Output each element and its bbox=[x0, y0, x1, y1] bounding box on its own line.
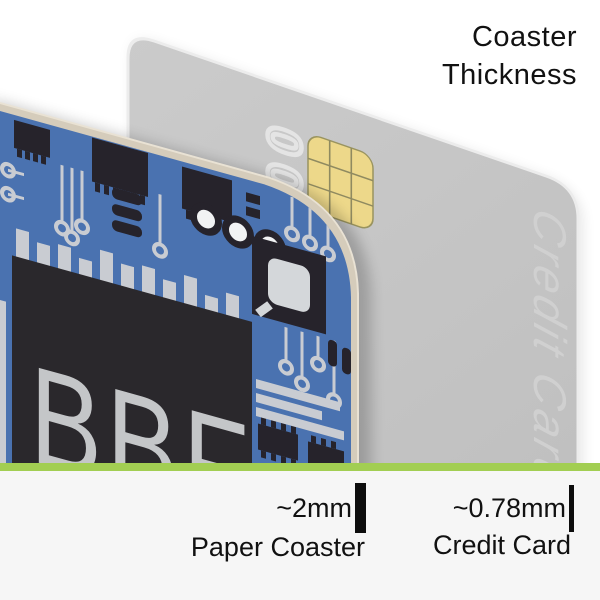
coaster-thickness-value: ~2mm bbox=[276, 493, 352, 523]
card-thickness-label: Credit Card bbox=[433, 530, 571, 560]
processor-chip bbox=[252, 235, 326, 335]
card-thickness-value: ~0.78mm bbox=[453, 493, 566, 523]
bus-bars bbox=[256, 378, 344, 441]
card-vertical-label: Credit Card bbox=[523, 202, 574, 499]
circuit-pads bbox=[0, 161, 342, 409]
title-line-1: Coaster bbox=[472, 21, 577, 53]
title-line-2: Thickness bbox=[442, 59, 577, 91]
coaster-thickness-label: Paper Coaster bbox=[191, 532, 365, 562]
legend-panel bbox=[0, 471, 600, 600]
surface-line bbox=[0, 463, 600, 471]
card-thickness-bar bbox=[569, 485, 574, 532]
circuit-traces bbox=[8, 164, 336, 396]
coaster-thickness-bar bbox=[355, 483, 366, 533]
